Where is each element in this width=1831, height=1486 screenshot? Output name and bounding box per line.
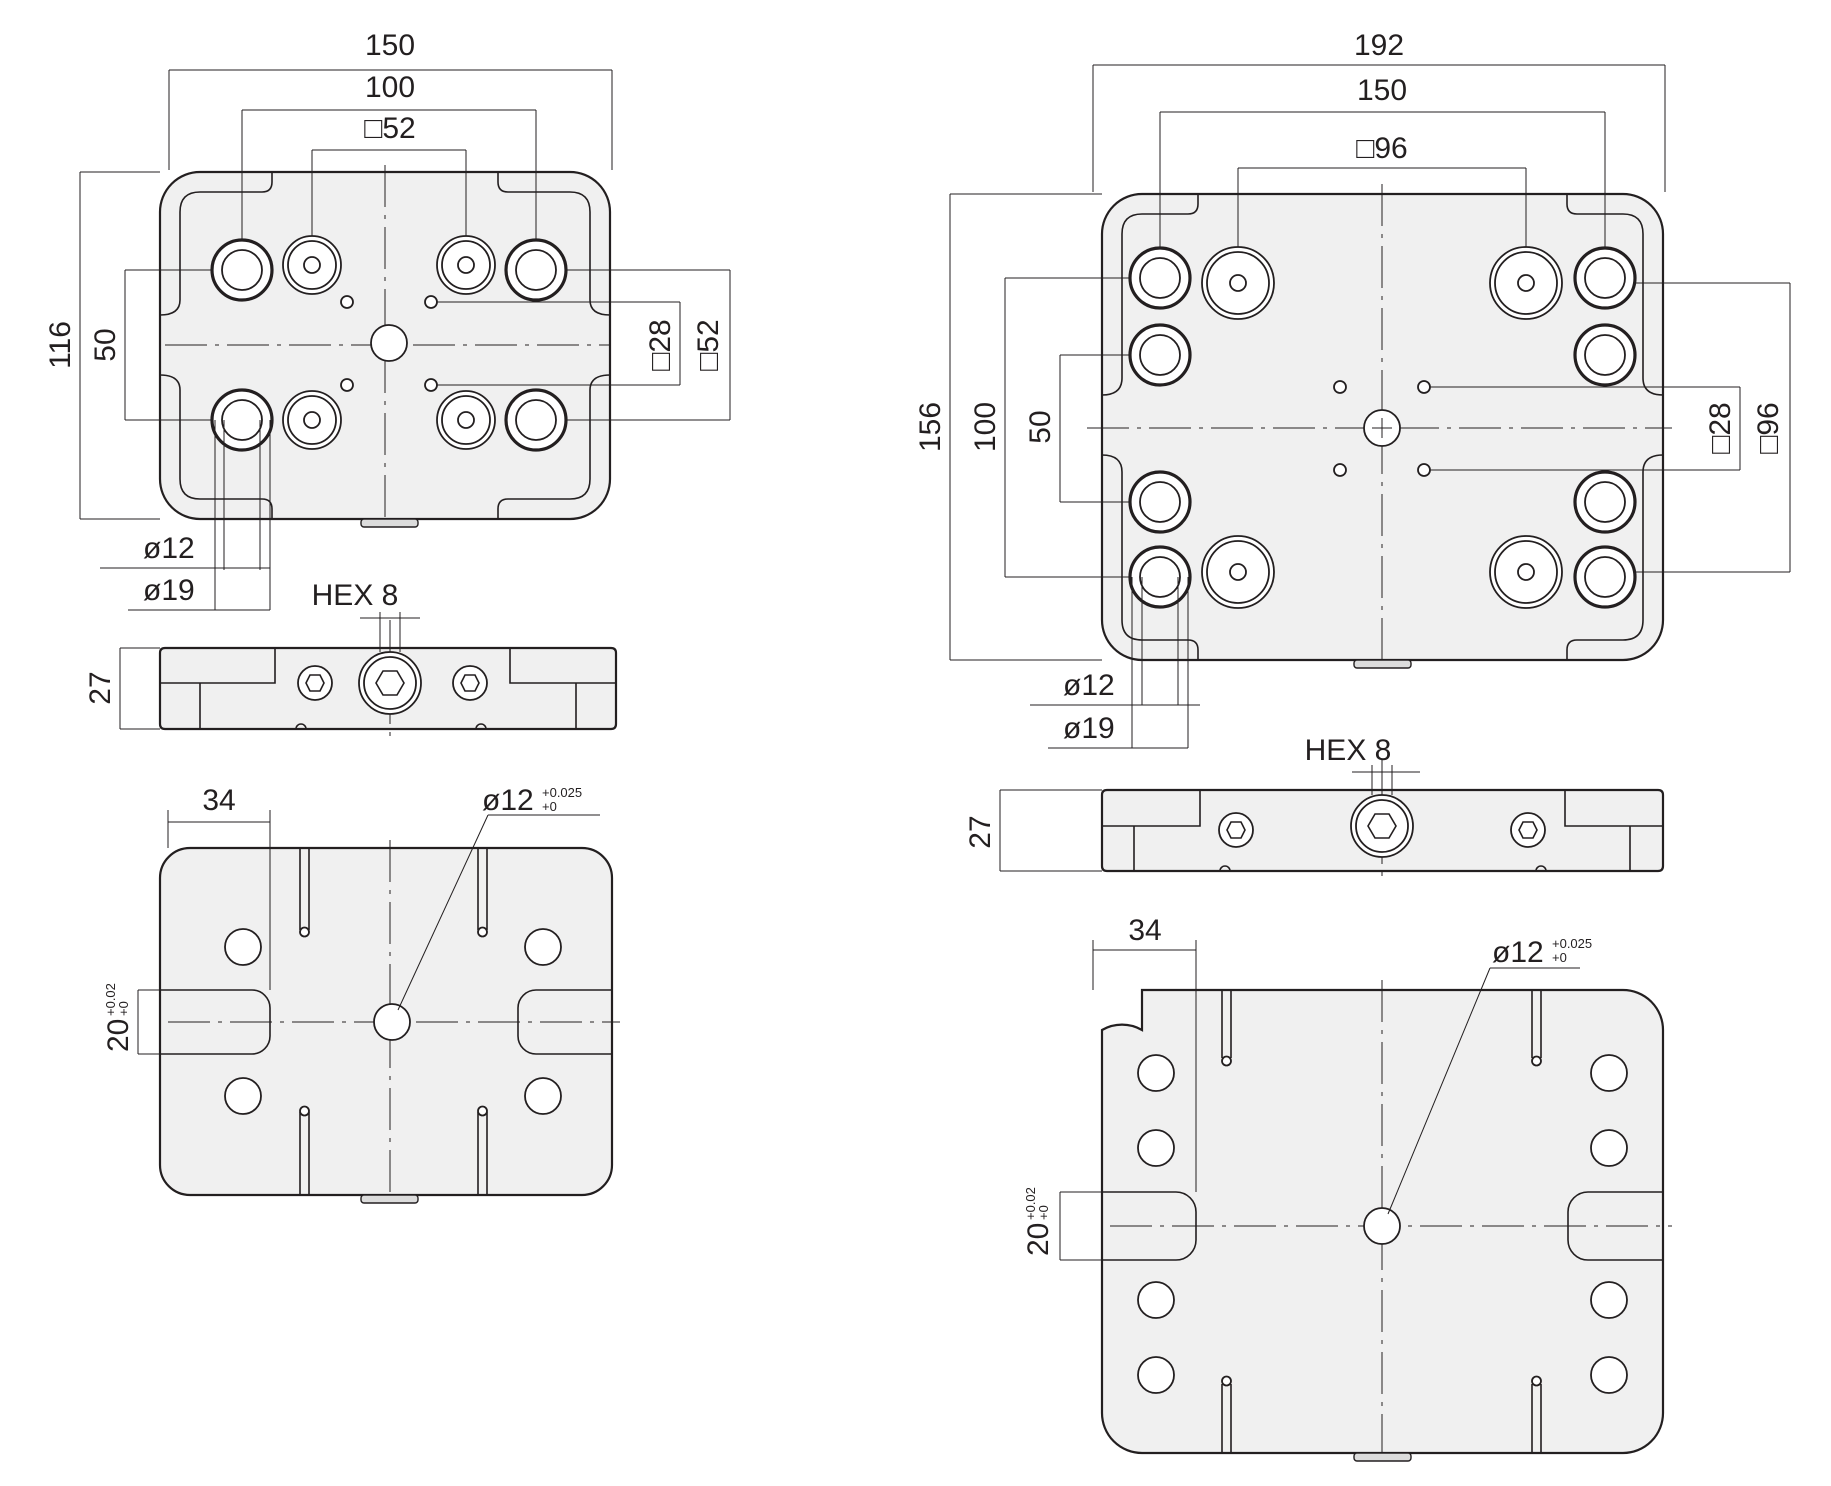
right-dim-square-96-v: □96	[1752, 402, 1785, 454]
left-hex-label: HEX 8	[312, 579, 399, 612]
right-dim-height: 156	[914, 402, 947, 452]
right-hex-label: HEX 8	[1305, 734, 1392, 767]
right-dim-slot-width: 20	[1022, 1223, 1055, 1256]
right-dim-square-96: □96	[1356, 132, 1408, 165]
left-top-bushings	[210, 238, 568, 452]
right-dim-inner-spacing-100: 100	[969, 402, 1002, 452]
left-dim-hole-spacing: 100	[365, 71, 415, 104]
left-dim-overall-width: 150	[365, 29, 415, 62]
right-dim-square-28: □28	[1704, 402, 1737, 454]
left-side-view: HEX 8 27	[84, 579, 618, 736]
right-dim-dia-12: ø12	[1063, 669, 1115, 702]
left-dim-square-52: □52	[364, 112, 416, 145]
left-dim-slot-offset: 34	[202, 784, 235, 817]
right-top-inner-step	[1101, 194, 1664, 660]
left-dim-slot-width: 20	[102, 1019, 135, 1052]
left-dim-height: 116	[44, 321, 77, 369]
right-side-view: HEX 8 27	[964, 734, 1665, 880]
right-bore-tol-lower: +0	[1552, 950, 1567, 965]
left-slot-tol-upper: +0.02	[103, 983, 118, 1016]
left-top-bolts	[282, 235, 496, 450]
right-dim-dia-19: ø19	[1063, 712, 1115, 745]
right-dim-inner-spacing-50: 50	[1024, 410, 1057, 443]
right-dim-bore-dia: ø12	[1492, 936, 1544, 969]
left-bore-tol-upper: +0.025	[542, 785, 582, 800]
left-dim-dia-19: ø19	[143, 574, 195, 607]
right-dim-hole-spacing: 150	[1357, 74, 1407, 107]
right-dim-thickness: 27	[964, 815, 997, 848]
left-dim-square-52-v: □52	[692, 319, 725, 371]
right-top-bolts	[1201, 246, 1563, 609]
left-bore-tol-lower: +0	[542, 799, 557, 814]
center-bore	[370, 324, 408, 362]
left-dim-inner-spacing: 50	[89, 328, 122, 361]
right-dim-overall-width: 192	[1354, 29, 1404, 62]
left-top-view: 150 100 □52 116 50 □28 □52 ø12 ø19	[44, 29, 731, 611]
right-slot-tol-lower: +0	[1036, 1205, 1051, 1220]
right-bore-tol-upper: +0.025	[1552, 936, 1592, 951]
right-slot-tol-upper: +0.02	[1023, 1187, 1038, 1220]
right-top-view: 192 150 □96 156 100 50 □28 □96 ø12 ø19	[914, 29, 1791, 749]
left-dim-square-28: □28	[644, 319, 677, 371]
left-top-inner-step	[159, 172, 611, 519]
left-dim-dia-12: ø12	[143, 532, 195, 565]
left-center-bore	[373, 1003, 411, 1041]
left-bottom-view: 34 ø12 +0.025 +0 20 +0.02 +0	[102, 784, 620, 1204]
right-dim-slot-offset: 34	[1128, 914, 1161, 947]
left-dim-thickness: 27	[84, 671, 117, 704]
right-bottom-center-bore	[1363, 1207, 1401, 1245]
right-bottom-view: 34 ø12 +0.025 +0 20 +0.02 +0	[1022, 914, 1672, 1462]
locating-pin	[360, 518, 419, 528]
left-slot-tol-lower: +0	[116, 1001, 131, 1016]
left-dim-bore-dia: ø12	[482, 784, 534, 817]
